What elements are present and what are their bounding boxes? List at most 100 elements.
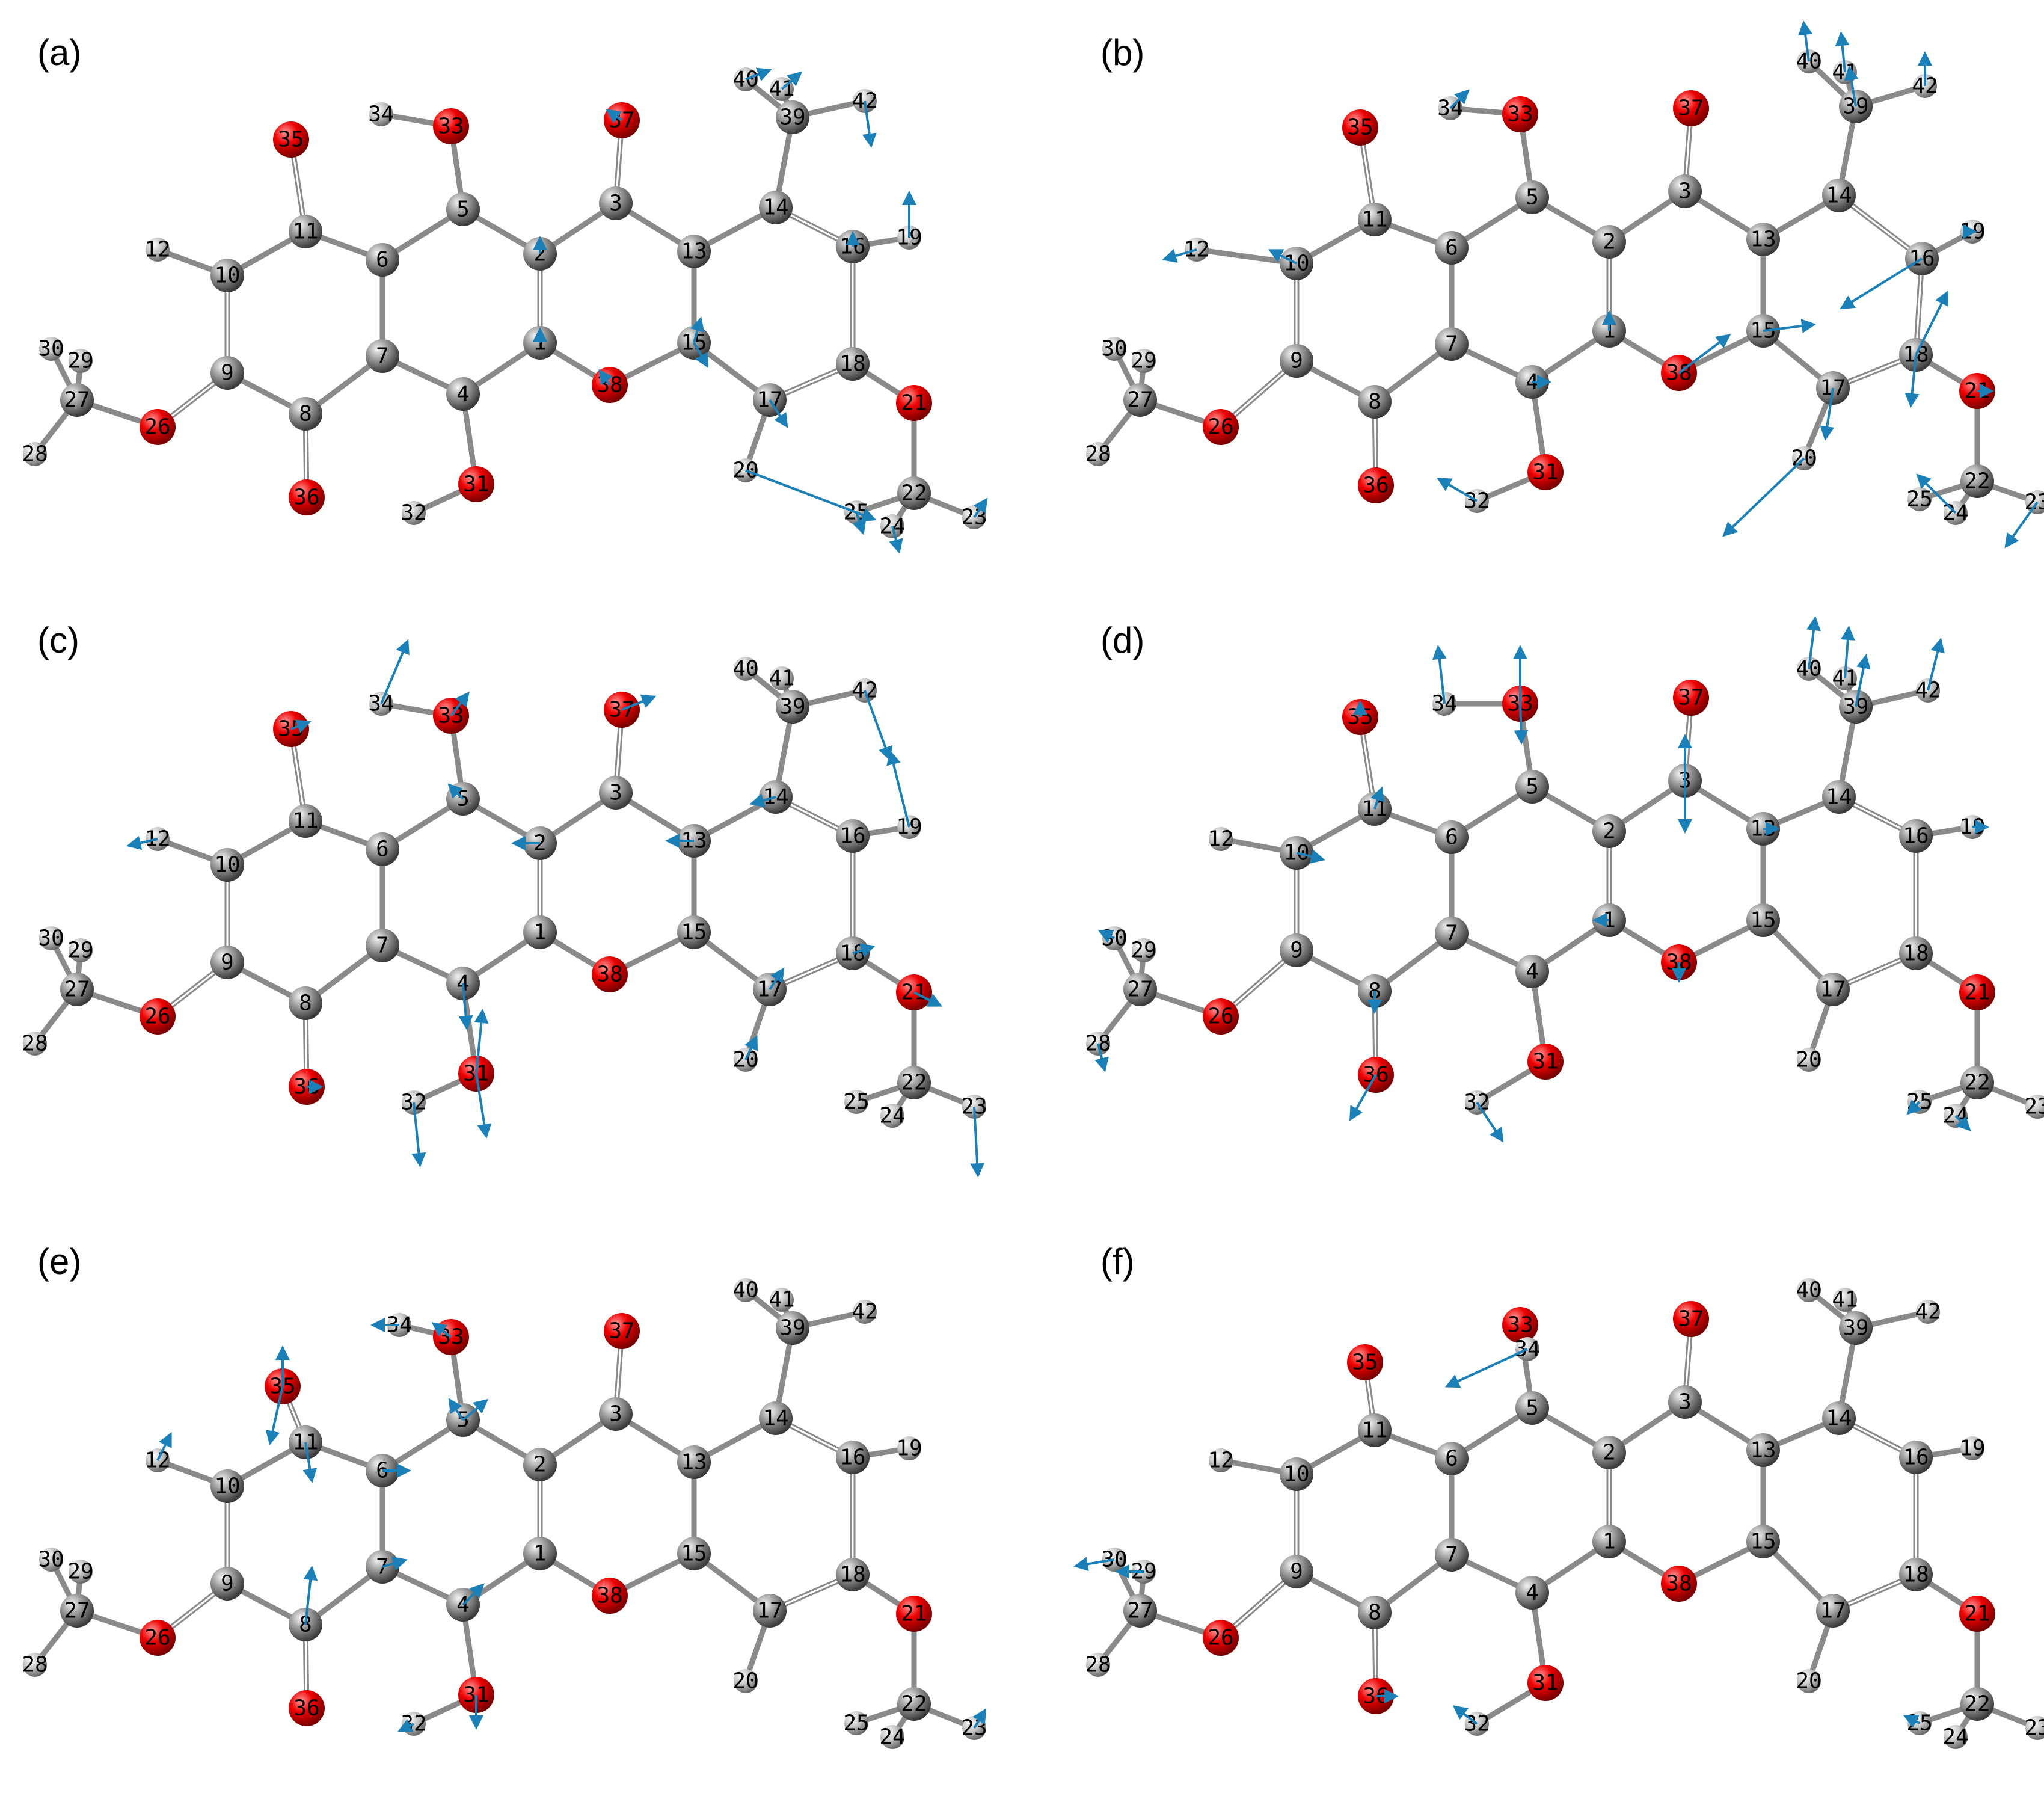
- atom-number-label: 37: [1678, 1307, 1704, 1332]
- atom-number-label: 37: [1678, 686, 1704, 710]
- atom-C-sphere: [1746, 903, 1780, 937]
- atom-O-sphere: [896, 1596, 932, 1632]
- atom-number-label: 29: [67, 938, 93, 963]
- bonds: [32, 1287, 977, 1740]
- displacement-arrow: [769, 399, 788, 428]
- displacement-arrow: [303, 1566, 318, 1625]
- panel-label: (b): [1100, 32, 1144, 73]
- atom-C-sphere: [759, 191, 793, 224]
- atom-O-sphere: [1673, 90, 1709, 126]
- atom-number-label: 7: [1445, 332, 1458, 357]
- atom-O-sphere: [273, 121, 309, 158]
- panel-label: (c): [37, 620, 79, 660]
- atom-number-label: 4: [1526, 959, 1539, 984]
- atom-number-label: 27: [1127, 388, 1153, 413]
- atom-number-label: 14: [1826, 1406, 1852, 1431]
- atom-number-label: 27: [1127, 1599, 1153, 1623]
- bonds: [1095, 58, 2040, 516]
- panel-label: (f): [1100, 1241, 1135, 1282]
- atom-number-label: 32: [401, 501, 426, 526]
- atom-number-label: 15: [1750, 908, 1776, 933]
- displacement-arrow: [1840, 257, 1923, 310]
- displacement-arrow: [474, 1009, 489, 1074]
- atom-number-label: 40: [732, 657, 758, 681]
- atom-number-label: 27: [64, 1599, 90, 1623]
- atom-number-label: 22: [1964, 1692, 1990, 1717]
- displacement-arrow: [972, 1708, 987, 1729]
- displacement-arrow: [1954, 1115, 1971, 1131]
- displacement-arrow: [1349, 1074, 1377, 1121]
- displacement-arrow: [1432, 645, 1447, 704]
- atom-H-sphere: [1907, 487, 1932, 511]
- displacement-arrow: [970, 1106, 985, 1178]
- atom-H-sphere: [897, 1436, 921, 1460]
- atom-number-label: 17: [1820, 1599, 1846, 1623]
- atom-number-label: 11: [1361, 1418, 1387, 1443]
- atom-number-label: 3: [609, 191, 622, 216]
- atom-C-sphere: [60, 1594, 94, 1628]
- atom-number-label: 26: [144, 415, 170, 440]
- atom-C-sphere: [1746, 1433, 1780, 1467]
- atom-H-sphere: [844, 1090, 868, 1114]
- atom-number-label: 9: [221, 1572, 234, 1596]
- atom-O-sphere: [1959, 974, 1995, 1010]
- atom-C-sphere: [1592, 814, 1626, 848]
- atom-number-label: 19: [1959, 1436, 1985, 1461]
- atom-number-label: 36: [1363, 473, 1389, 498]
- atom-number-label: 9: [221, 361, 234, 386]
- atom-C-sphere: [1280, 1457, 1313, 1491]
- atom-C-sphere: [1899, 1441, 1933, 1474]
- atom-number-label: 21: [1964, 980, 1990, 1005]
- atom-H-sphere: [23, 1032, 47, 1056]
- atom-C-sphere: [1515, 770, 1549, 804]
- atom-number-label: 20: [732, 1669, 758, 1694]
- atom-number-label: 25: [1906, 487, 1932, 512]
- atom-number-label: 16: [839, 1445, 865, 1470]
- atom-C-sphere: [1435, 917, 1469, 950]
- atom-H-sphere: [369, 102, 393, 126]
- atom-H-sphere: [1797, 1278, 1821, 1302]
- atom-number-label: 16: [1903, 824, 1929, 849]
- atom-H-sphere: [1960, 1436, 1984, 1460]
- displacement-arrow: [1514, 703, 1529, 745]
- atom-number-label: 26: [1208, 415, 1233, 440]
- atom-C-sphere: [753, 1594, 787, 1628]
- atom-H-sphere: [770, 666, 794, 690]
- bonds: [32, 76, 977, 529]
- atom-C-sphere: [523, 915, 557, 949]
- atom-C-sphere: [599, 1397, 633, 1431]
- atom-H-sphere: [23, 442, 47, 466]
- atom-number-label: 16: [839, 824, 865, 849]
- atom-C-sphere: [446, 192, 480, 226]
- displacement-arrow: [290, 719, 312, 733]
- atom-number-label: 41: [769, 666, 794, 691]
- atom-number-label: 21: [901, 1602, 927, 1626]
- atom-C-sphere: [1358, 385, 1392, 419]
- displacement-arrow: [1927, 638, 1945, 691]
- displacement-arrow: [475, 1073, 492, 1139]
- atom-H-sphere: [2025, 490, 2044, 514]
- atom-number-label: 40: [1796, 1278, 1821, 1303]
- atom-number-label: 27: [64, 388, 90, 413]
- atom-C-sphere: [1592, 1525, 1626, 1558]
- atom-O-sphere: [140, 1620, 176, 1656]
- atom-C-sphere: [677, 915, 711, 949]
- displacement-arrow: [380, 639, 410, 704]
- atom-C-sphere: [1960, 464, 1994, 498]
- atom-C-sphere: [1435, 327, 1469, 361]
- atom-number-label: 8: [299, 402, 312, 426]
- atom-H-sphere: [1132, 938, 1156, 962]
- atom-number-label: 15: [681, 920, 707, 945]
- atom-number-label: 9: [1290, 349, 1303, 374]
- atom-number-label: 3: [609, 781, 622, 805]
- atom-H-sphere: [146, 238, 170, 262]
- atom-C-sphere: [523, 1537, 557, 1570]
- atom-number-label: 6: [376, 837, 389, 862]
- displacement-arrow: [886, 750, 910, 828]
- atom-number-label: 29: [1131, 349, 1156, 374]
- atom-O-sphere: [1203, 1620, 1239, 1656]
- atom-number-label: 40: [732, 1278, 758, 1303]
- atom-H-sphere: [2025, 1716, 2044, 1740]
